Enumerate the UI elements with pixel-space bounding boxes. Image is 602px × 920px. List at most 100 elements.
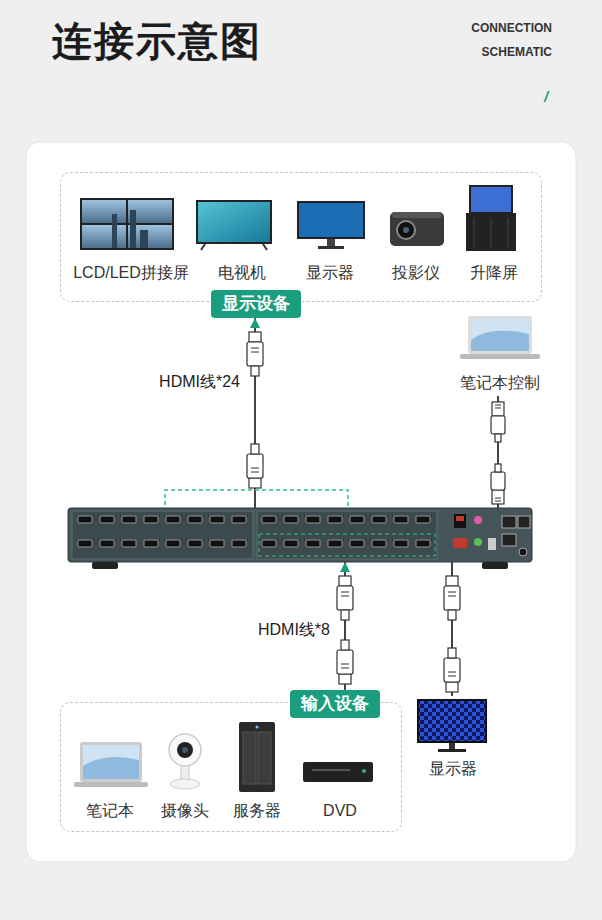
matrix-device [232,540,246,547]
group-heading: 输入设备 [290,690,380,718]
monitor-icon [449,743,455,749]
device-item: 摄像头 [148,718,222,822]
matrix-device [72,511,253,559]
matrix-device [92,562,118,569]
group-heading: 显示设备 [211,290,301,318]
monitor-icon [299,203,363,237]
matrix-device [78,516,92,523]
laptop-icon [83,745,139,779]
server-icon [243,732,256,784]
projector-icon [397,221,415,239]
camera-icon [177,742,193,758]
item-label: 服务器 [220,800,294,822]
item-label: 显示器 [290,262,370,284]
item-label: 摄像头 [148,800,222,822]
hdmi-plug [444,648,460,692]
led-wall-icon [82,225,126,248]
matrix-device [482,562,508,569]
device-item: 笔记本 [70,718,150,822]
cable-label: HDMI线*8 [258,620,330,640]
cable-label: HDMI线*24 [159,372,240,392]
laptop-control-icon [460,354,540,359]
item-label: 升降屏 [458,262,530,284]
lift-screen-icon [474,218,475,248]
matrix-device [68,508,532,569]
hdmi-plug [247,332,263,488]
tv-icon [198,202,270,242]
device-item: 显示器 [290,190,370,282]
hdmi-plug [337,640,353,684]
dvd-icon [303,762,373,782]
group-outline [60,172,542,302]
laptop-icon [83,757,139,779]
lift-screen-icon [466,186,516,251]
lift-screen-icon [466,213,516,251]
projector-icon [390,212,444,246]
subtitle: CONNECTION SCHEMATIC [442,16,552,64]
matrix-device [210,516,224,523]
item-label: 投影仪 [376,262,456,284]
matrix-device [166,540,180,547]
laptop-icon [80,742,142,782]
tv-icon [201,244,205,250]
projector-icon [390,212,444,246]
matrix-device [502,534,516,546]
matrix-device [122,540,136,547]
tv-icon [263,244,267,250]
server-icon [256,726,259,729]
hdmi-plug [337,576,353,684]
matrix-device [518,516,530,528]
led-wall-icon [82,200,126,223]
dvd-icon [312,769,350,771]
device-item: 电视机 [198,190,286,282]
projector-icon [403,227,409,233]
matrix-device [474,538,482,546]
hdmi-plug [444,576,460,692]
matrix-device [232,516,246,523]
matrix-device [262,516,430,547]
item-label: LCD/LED拼接屏 [68,262,194,284]
monitor-icon [417,699,487,743]
matrix-device [474,516,482,524]
item-label: DVD [294,800,386,822]
laptop-icon [74,782,148,787]
camera-icon [169,734,201,766]
matrix-device [144,516,158,523]
matrix-device [188,516,202,523]
dvd-icon [362,769,366,773]
monitor-icon [327,239,335,246]
matrix-device [100,516,114,523]
matrix-device [456,516,464,521]
decor-slash: / [544,88,548,105]
lift-screen-icon [508,218,509,248]
page-title: 连接示意图 [52,14,262,69]
item-label: 显示器 [408,758,498,780]
led-wall-icon [80,198,174,250]
matrix-device [78,540,92,547]
laptop-control-icon [471,331,529,351]
device-group: 输入设备笔记本摄像头服务器DVD [60,690,402,832]
matrix-device [257,511,437,559]
rj45-plug [491,464,505,504]
server-icon [239,722,275,792]
monitor-icon [297,201,365,249]
item-label: 笔记本控制 [448,372,552,394]
tv-icon [196,200,272,244]
camera-icon [169,734,201,789]
laptop-control-icon [460,316,540,359]
matrix-device [259,534,435,556]
card [26,142,576,862]
hdmi-plug [247,332,263,376]
led-wall-icon [80,198,174,250]
rj45-plug [491,402,505,504]
device-item: 升降屏 [458,190,530,282]
matrix-device [68,508,532,562]
laptop-control-icon [471,319,529,351]
camera-icon [181,766,189,780]
camera-icon [182,747,188,753]
server-icon [258,732,271,784]
dvd-icon [303,762,373,782]
led-wall-icon [112,214,117,248]
matrix-device [188,540,202,547]
